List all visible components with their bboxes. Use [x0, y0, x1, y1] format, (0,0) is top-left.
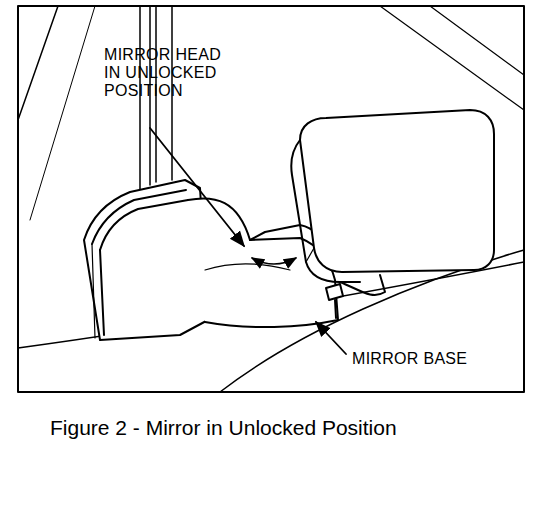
glass-edge	[430, 6, 524, 75]
glass-edge	[30, 6, 95, 220]
base-layer	[100, 250, 104, 335]
mirror-head-side	[291, 140, 360, 282]
lock-knob	[326, 284, 343, 300]
base-layer	[100, 200, 188, 250]
leader-line	[150, 128, 244, 246]
leader-line	[316, 322, 346, 354]
mirror-head	[300, 110, 494, 272]
motion-arrow	[252, 258, 296, 264]
mirror-mount	[340, 275, 385, 295]
glass-edge	[18, 6, 58, 120]
glass-edge	[380, 6, 524, 110]
figure-frame	[18, 6, 524, 392]
lock-knob-stem	[335, 300, 336, 318]
figure-caption: Figure 2 - Mirror in Unlocked Position	[50, 416, 397, 440]
callout-label: MIRROR HEAD IN UNLOCKED POSITION	[104, 46, 232, 100]
mirror-head-edge	[306, 248, 314, 262]
arm-shadow	[205, 264, 290, 270]
callout-label: MIRROR BASE	[352, 350, 467, 368]
base-layer	[92, 244, 95, 338]
